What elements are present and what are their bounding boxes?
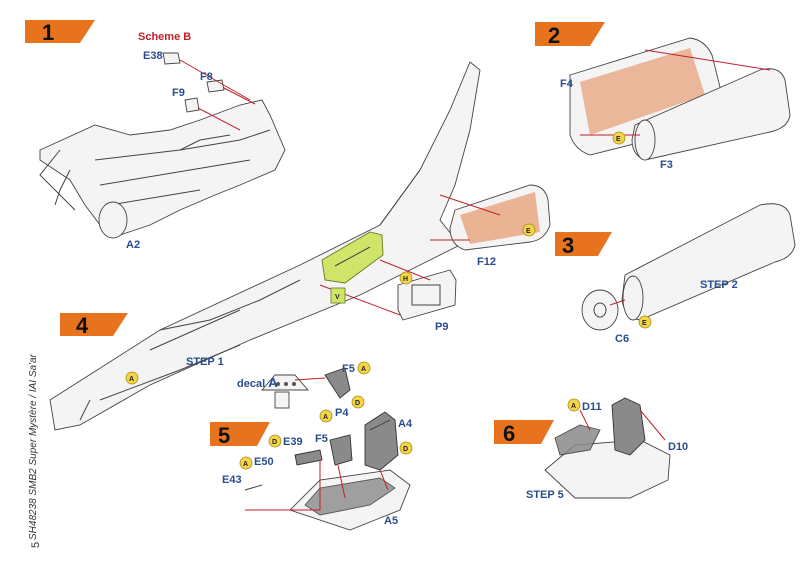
svg-text:A: A bbox=[571, 403, 576, 410]
svg-text:D: D bbox=[272, 439, 277, 446]
assembly-arrow bbox=[337, 464, 346, 499]
paint-tag: A bbox=[239, 456, 253, 470]
part-label-p9: P9 bbox=[435, 321, 448, 333]
fuselage-main-body bbox=[49, 61, 481, 431]
nozzle-assembly bbox=[581, 203, 796, 331]
side-product-text: SH48238 SMB2 Super Mystère / IAI Sa'ar bbox=[28, 354, 39, 540]
part-label-f5-mid: F5 bbox=[315, 433, 328, 445]
decal-arrow bbox=[294, 377, 326, 381]
assembly-arrow bbox=[439, 194, 501, 216]
assembly-arrow bbox=[379, 259, 431, 281]
paint-tag: A bbox=[125, 371, 139, 385]
paint-tag: D bbox=[399, 441, 413, 455]
step-ref-1: STEP 1 bbox=[186, 356, 224, 368]
step-badge-2: 2 bbox=[535, 22, 605, 48]
step-badge-4: 4 bbox=[60, 313, 128, 338]
fuselage-front-section bbox=[39, 99, 286, 239]
step-badge-3: 3 bbox=[555, 232, 612, 258]
part-label-e43: E43 bbox=[222, 474, 242, 486]
assembly-arrow bbox=[379, 469, 389, 491]
paint-tag-v: V bbox=[330, 287, 346, 304]
step-number: 5 bbox=[218, 423, 230, 448]
svg-text:A: A bbox=[323, 414, 328, 421]
part-label-c6: C6 bbox=[615, 333, 629, 345]
part-label-a4: A4 bbox=[398, 418, 413, 430]
intake-lip-e38 bbox=[162, 52, 181, 65]
part-label-d11: D11 bbox=[582, 401, 602, 413]
part-label-f8: F8 bbox=[200, 71, 213, 83]
panel-p9 bbox=[319, 259, 457, 321]
step-number: 3 bbox=[562, 233, 574, 258]
svg-text:A: A bbox=[243, 461, 248, 468]
paint-code: V bbox=[335, 294, 340, 301]
assembly-arrow bbox=[644, 49, 771, 71]
assembly-arrow bbox=[639, 409, 666, 441]
svg-text:H: H bbox=[403, 276, 408, 283]
svg-text:D: D bbox=[403, 446, 408, 453]
cockpit-tub-insert bbox=[321, 231, 384, 284]
svg-text:E: E bbox=[526, 228, 531, 235]
part-label-f4: F4 bbox=[560, 78, 574, 90]
decal-label: decal A bbox=[237, 375, 278, 390]
scheme-label: Scheme B bbox=[138, 31, 191, 43]
svg-text:A: A bbox=[361, 366, 366, 373]
part-label-d10: D10 bbox=[668, 441, 688, 453]
cockpit-assembly-step6 bbox=[544, 397, 671, 499]
part-label-f5-top: F5 bbox=[342, 363, 355, 375]
step-badge-6: 6 bbox=[494, 420, 554, 446]
exhaust-pipe-assembly bbox=[569, 37, 791, 161]
paint-tag: E bbox=[522, 223, 536, 237]
paint-tag: A bbox=[357, 361, 371, 375]
control-stick-parts bbox=[244, 449, 389, 511]
assembly-arrow bbox=[245, 460, 321, 511]
step-badge-1: 1 bbox=[25, 20, 95, 45]
assembly-arrow bbox=[609, 299, 626, 306]
step-number: 6 bbox=[503, 421, 515, 446]
step-badge-5: 5 bbox=[210, 422, 270, 448]
part-label-e39: E39 bbox=[283, 436, 303, 448]
svg-text:D: D bbox=[355, 400, 360, 407]
part-label-p4: P4 bbox=[335, 407, 349, 419]
part-f9 bbox=[184, 97, 200, 113]
part-label-e50: E50 bbox=[254, 456, 274, 468]
step-ref-5: STEP 5 bbox=[526, 489, 564, 501]
decal-panel bbox=[261, 374, 326, 409]
part-label-a2: A2 bbox=[126, 239, 140, 251]
assembly-arrow bbox=[223, 87, 256, 105]
instrument-panel-f5 bbox=[324, 367, 353, 466]
assembly-arrow bbox=[197, 107, 241, 131]
step-number: 1 bbox=[42, 20, 54, 45]
paint-tag: E bbox=[638, 315, 652, 329]
step-number: 4 bbox=[76, 313, 89, 338]
svg-text:A: A bbox=[129, 376, 134, 383]
paint-tag: E bbox=[612, 131, 626, 145]
part-label-f12: F12 bbox=[477, 256, 496, 268]
svg-text:E: E bbox=[642, 320, 647, 327]
paint-tag: D bbox=[268, 434, 282, 448]
paint-tag: H bbox=[399, 271, 413, 285]
step-number: 2 bbox=[548, 23, 560, 48]
assembly-arrow bbox=[179, 59, 251, 101]
assembly-arrow bbox=[579, 409, 591, 431]
svg-text:E: E bbox=[616, 136, 621, 143]
paint-tag: D bbox=[351, 395, 365, 409]
ejection-seat-a4 bbox=[364, 411, 399, 471]
part-label-f3: F3 bbox=[660, 159, 673, 171]
part-label-a5: A5 bbox=[384, 515, 398, 527]
paint-tag: A bbox=[567, 398, 581, 412]
part-label-e38: E38 bbox=[143, 50, 163, 62]
part-label-f9: F9 bbox=[172, 87, 185, 99]
page-number: 5 bbox=[30, 541, 42, 548]
paint-tag: A bbox=[319, 409, 333, 423]
step-ref-2: STEP 2 bbox=[700, 279, 738, 291]
